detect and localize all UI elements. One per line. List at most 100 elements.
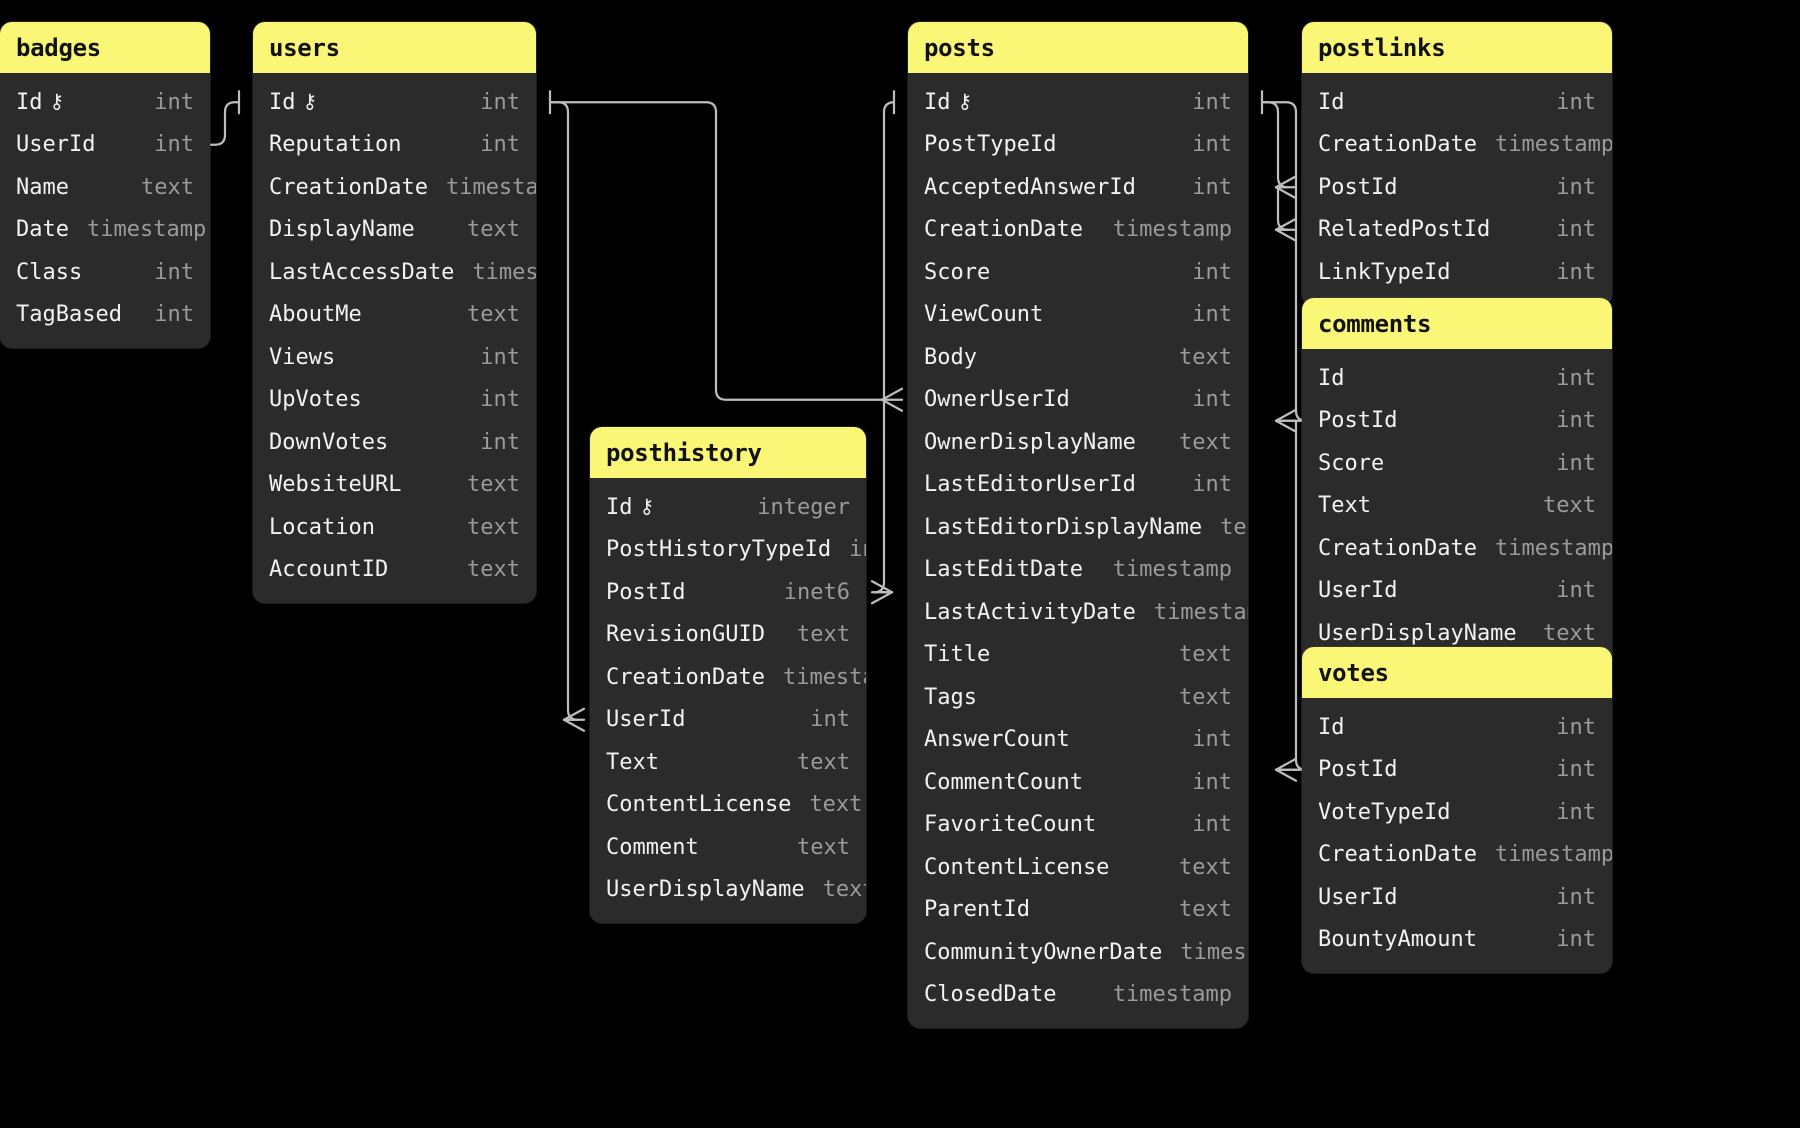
field-name: RevisionGUID bbox=[606, 622, 765, 647]
field-name-label: LastEditDate bbox=[924, 557, 1083, 583]
edge-posts-comments bbox=[1260, 101, 1308, 422]
field-row[interactable]: Id⚷int bbox=[253, 81, 536, 124]
field-row[interactable]: PostHistoryTypeIdint bbox=[590, 529, 866, 572]
field-row[interactable]: LastEditorDisplayNametext bbox=[908, 506, 1248, 549]
field-type: int bbox=[1556, 714, 1596, 740]
field-type: text bbox=[809, 792, 863, 818]
field-row[interactable]: CommunityOwnerDatetimestamp bbox=[908, 931, 1248, 974]
field-name: Id⚷ bbox=[924, 90, 972, 115]
field-type: timestamp bbox=[472, 259, 536, 285]
field-type: int bbox=[1192, 812, 1232, 838]
edge-posts-postlinks-relatedpostid bbox=[1274, 186, 1290, 231]
field-row[interactable]: Id⚷int bbox=[0, 81, 210, 124]
field-row[interactable]: LastAccessDatetimestamp bbox=[253, 251, 536, 294]
field-name: Text bbox=[606, 750, 659, 775]
field-row[interactable]: LastEditDate timestamp bbox=[908, 549, 1248, 592]
field-name-label: Date bbox=[16, 217, 69, 243]
field-type: timestamp bbox=[1112, 557, 1232, 583]
field-name-label: LastEditorDisplayName bbox=[924, 514, 1203, 540]
field-row[interactable]: Id⚷integer bbox=[590, 486, 866, 529]
table-title-votes: votes bbox=[1302, 647, 1612, 698]
field-name: LastEditDate bbox=[924, 557, 1083, 582]
field-name: Text bbox=[1318, 493, 1371, 518]
field-name: UserDisplayName bbox=[1318, 621, 1517, 646]
entity-table-posthistory[interactable]: posthistoryId⚷integerPostHistoryTypeIdin… bbox=[590, 427, 866, 923]
field-name: LastEditorDisplayName bbox=[924, 515, 1202, 540]
field-name: Id bbox=[1318, 90, 1345, 115]
field-row[interactable]: Id⚷int bbox=[908, 81, 1248, 124]
field-type: int bbox=[1192, 387, 1232, 413]
primary-key-icon: ⚷ bbox=[639, 494, 655, 519]
table-title-comments: comments bbox=[1302, 298, 1612, 349]
field-name: Views bbox=[269, 345, 335, 370]
field-name: CreationDate bbox=[924, 217, 1083, 242]
field-row[interactable]: LastActivityDatetimestamp bbox=[908, 591, 1248, 634]
